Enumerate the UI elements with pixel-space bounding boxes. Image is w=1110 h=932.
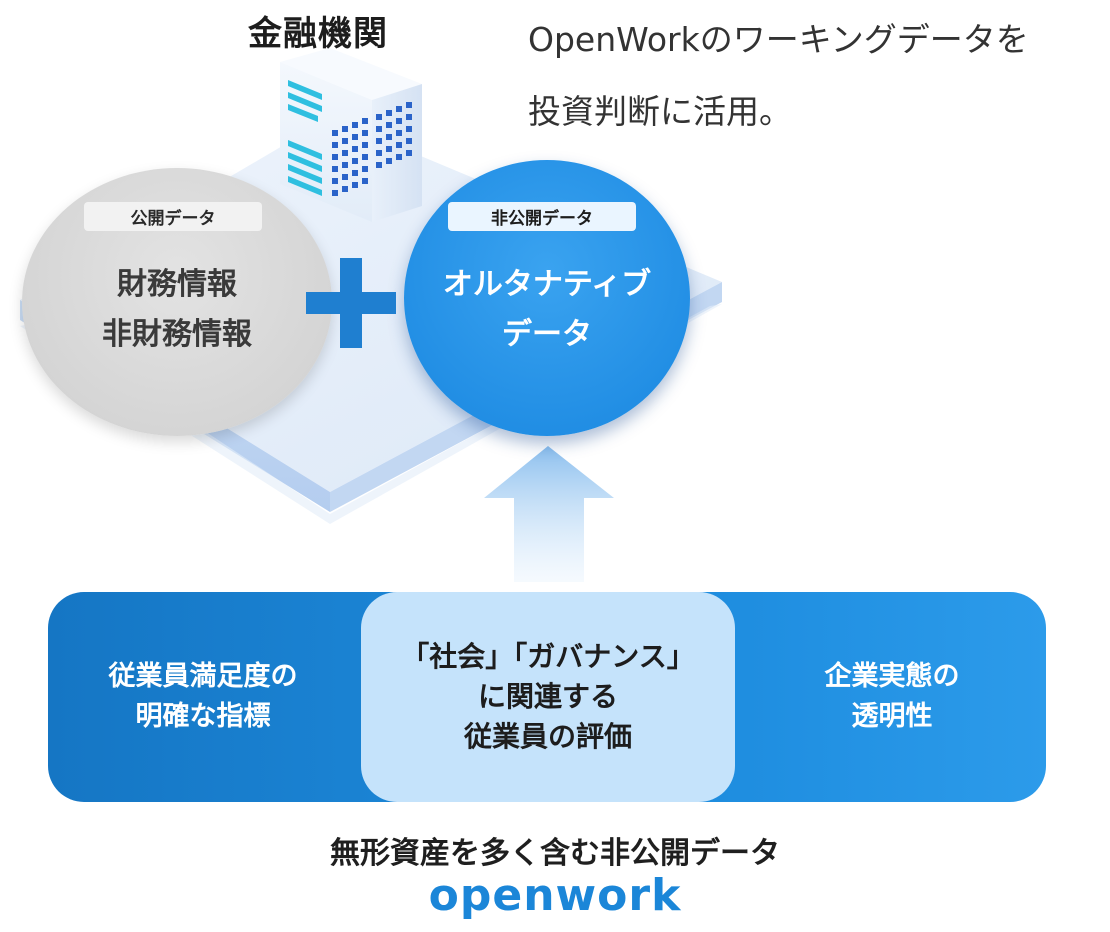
description-line: 投資判断に活用。 (528, 92, 792, 131)
private-data-line: オルタナティブ (442, 267, 652, 302)
attribute-esg-evaluation: 「社会」「ガバナンス」 に関連する 従業員の評価 (361, 592, 735, 802)
attribute-line: 従業員の評価 (463, 720, 632, 753)
page-title: 金融機関 (248, 14, 388, 54)
attribute-line: 透明性 (851, 701, 933, 732)
attribute-transparency: 企業実態の 透明性 (738, 592, 1046, 802)
data-attributes-bar: 従業員満足度の 明確な指標 「社会」「ガバナンス」 に関連する 従業員の評価 企… (48, 592, 1046, 802)
attribute-line: 企業実態の (824, 661, 960, 692)
attribute-employee-satisfaction: 従業員満足度の 明確な指標 (48, 592, 358, 802)
building-icon (280, 48, 422, 222)
public-data-line: 非財務情報 (102, 317, 252, 352)
up-arrow-icon (484, 446, 614, 582)
description: OpenWorkのワーキングデータを 投資判断に活用。 (528, 4, 1088, 148)
attribute-line: に関連する (477, 680, 618, 713)
private-data-line: データ (502, 317, 592, 352)
private-data-tag: 非公開データ (448, 202, 636, 231)
attribute-line: 明確な指標 (135, 701, 271, 732)
public-data-line: 財務情報 (117, 267, 237, 302)
description-line: OpenWorkのワーキングデータを (528, 20, 1029, 59)
attribute-line: 従業員満足度の (108, 661, 298, 692)
footer-caption: 無形資産を多く含む非公開データ (330, 836, 780, 871)
public-data-text: 財務情報 非財務情報 (22, 260, 332, 360)
public-data-tag: 公開データ (84, 202, 262, 231)
private-data-text: オルタナティブ データ (404, 260, 690, 360)
openwork-logo: openwork (428, 870, 682, 921)
plus-icon-bar (306, 292, 396, 314)
attribute-line: 「社会」「ガバナンス」 (401, 640, 695, 673)
